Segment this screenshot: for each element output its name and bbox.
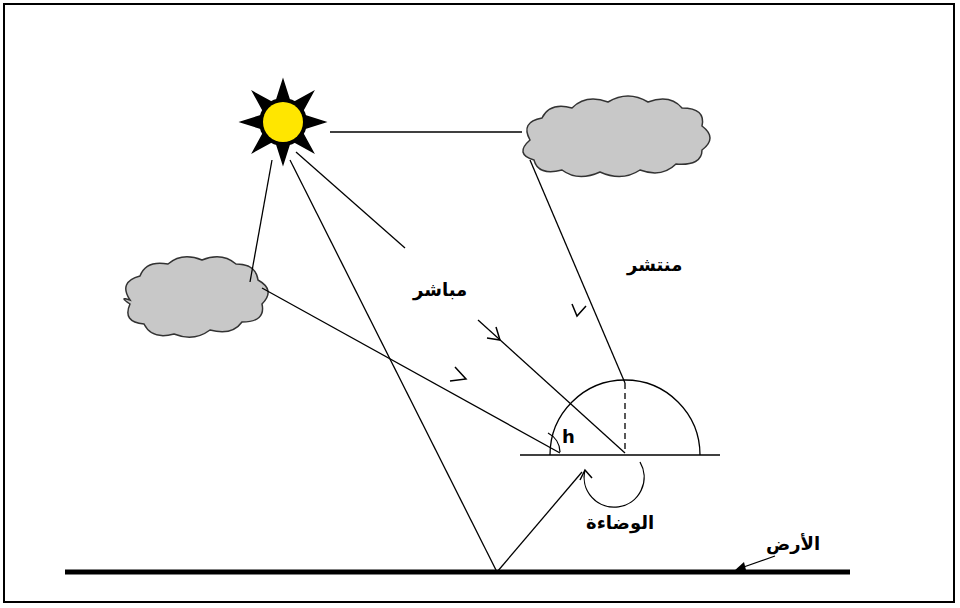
albedo-label: الوضاءة xyxy=(584,512,656,534)
diffuse-label: منتشر xyxy=(625,254,684,276)
ground-label: الأرض xyxy=(764,533,822,555)
direct-label: مباشر xyxy=(411,279,469,301)
angle-label: h xyxy=(560,426,577,448)
